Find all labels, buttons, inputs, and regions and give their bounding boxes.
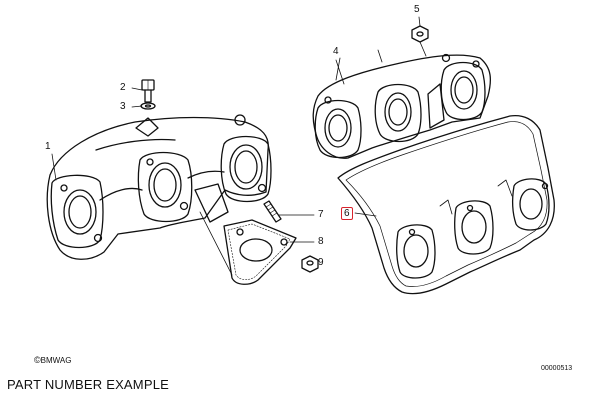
flange-right-2 <box>374 83 422 143</box>
heat-shield-part-6 <box>337 114 555 295</box>
nut-part-9 <box>301 255 319 273</box>
callout-6-highlighted[interactable]: 6 <box>341 207 353 220</box>
gasket-part-8 <box>223 219 315 285</box>
callout-1[interactable]: 1 <box>45 141 51 152</box>
callout-2[interactable]: 2 <box>120 82 126 93</box>
port-left-3 <box>229 144 263 190</box>
callout-7[interactable]: 7 <box>318 209 324 220</box>
leader-4 <box>335 57 341 81</box>
copyright-text: BMWAG <box>40 356 72 365</box>
callout-8[interactable]: 8 <box>318 236 324 247</box>
bolt-part-2 <box>141 79 155 103</box>
leader-3 <box>131 105 143 108</box>
copyright-symbol: © <box>34 355 41 365</box>
leader-2 <box>131 87 143 91</box>
exhaust-manifold-left <box>46 114 272 260</box>
callout-5[interactable]: 5 <box>414 4 420 15</box>
leader-5 <box>418 16 421 27</box>
flange-right-1 <box>314 99 362 159</box>
copyright-notice: ©BMWAG <box>34 355 71 365</box>
stud-part-7 <box>263 200 315 223</box>
port-left-2 <box>148 162 182 208</box>
leader-6 <box>354 212 377 217</box>
nut-part-5 <box>411 25 429 57</box>
caption: PART NUMBER EXAMPLE <box>7 377 170 392</box>
flange-left-1 <box>50 174 104 249</box>
washer-part-3 <box>140 102 156 110</box>
callout-3[interactable]: 3 <box>120 101 126 112</box>
exhaust-manifold-right <box>312 49 492 159</box>
port-left-1 <box>63 189 97 235</box>
callout-9[interactable]: 9 <box>318 257 324 268</box>
flange-left-2 <box>137 151 193 223</box>
flange-left-3 <box>220 135 272 203</box>
leader-1 <box>51 153 57 181</box>
document-number: 00000513 <box>541 365 573 372</box>
callout-4[interactable]: 4 <box>333 46 339 57</box>
